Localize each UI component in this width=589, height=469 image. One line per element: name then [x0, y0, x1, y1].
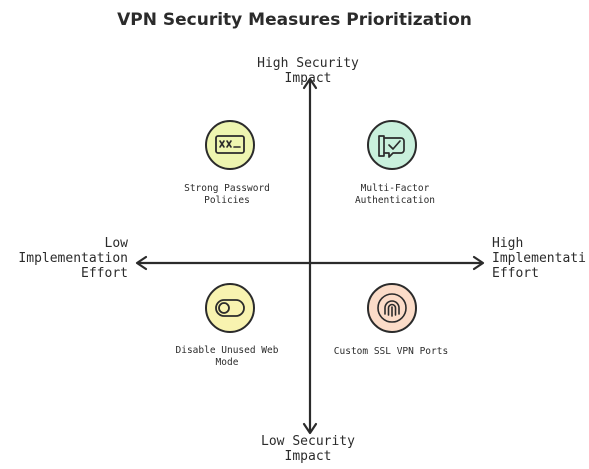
- left-arrowhead: [135, 255, 148, 271]
- quadrant-label-top-left: Strong Password Policies: [184, 183, 270, 206]
- axis-label-high-security: High Security Impact: [257, 56, 359, 86]
- password-field-icon: [205, 120, 255, 170]
- axis-label-low-effort: Low Implementation Effort: [18, 236, 128, 281]
- quadrant-label-top-right: Multi-Factor Authentication: [354, 183, 436, 206]
- up-arrowhead: [302, 77, 318, 90]
- axis-label-low-security: Low Security Impact: [261, 434, 355, 464]
- right-arrowhead: [472, 255, 485, 271]
- down-arrowhead: [302, 422, 318, 435]
- quadrant-label-bottom-left: Disable Unused Web Mode: [175, 345, 279, 368]
- toggle-switch-icon: [205, 283, 255, 333]
- axis-label-high-effort: High Implementati Effort: [492, 236, 586, 281]
- quadrant-label-bottom-right: Custom SSL VPN Ports: [333, 346, 449, 357]
- fingerprint-lock-icon: [367, 283, 417, 333]
- diagram-title: VPN Security Measures Prioritization: [117, 10, 472, 30]
- verified-chat-icon: [367, 120, 417, 170]
